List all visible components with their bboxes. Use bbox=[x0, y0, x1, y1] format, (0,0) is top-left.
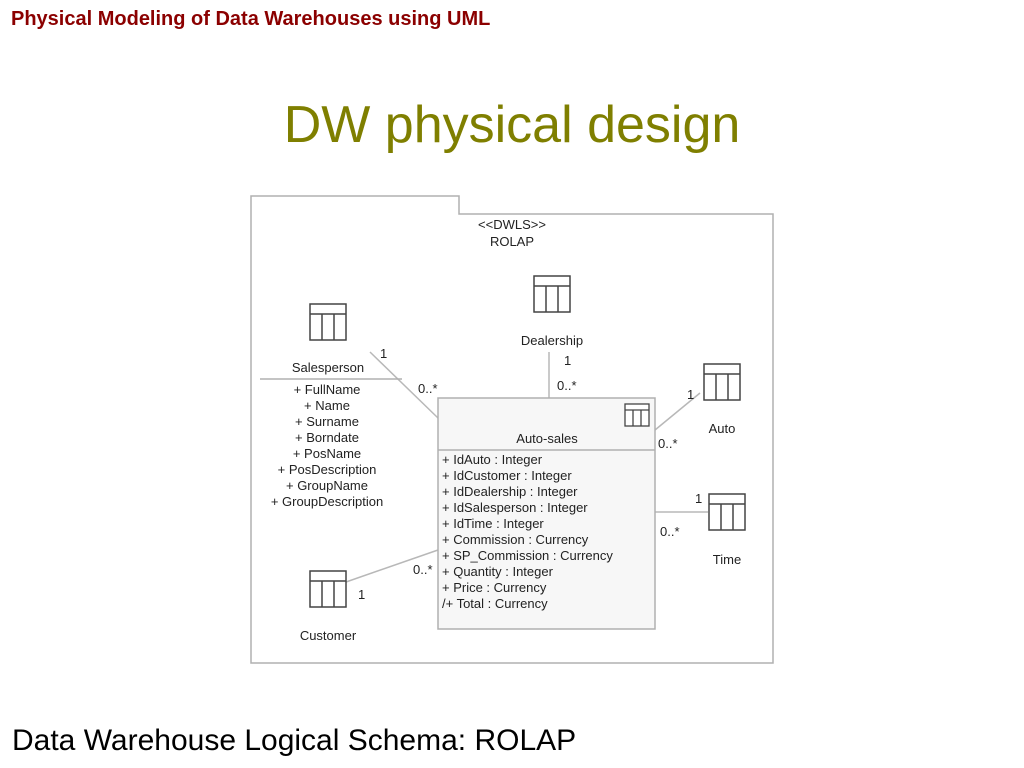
multiplicity-label: 0..* bbox=[418, 381, 438, 396]
table-icon bbox=[703, 363, 741, 401]
multiplicity-label: 0..* bbox=[658, 436, 678, 451]
salesperson-attribute: + PosDescription bbox=[278, 462, 377, 477]
table-icon bbox=[624, 403, 650, 427]
auto-sales-attribute: + IdCustomer : Integer bbox=[442, 468, 572, 483]
package-stereotype: <<DWLS>> bbox=[478, 217, 546, 232]
table-icon bbox=[533, 275, 571, 313]
multiplicity-label: 1 bbox=[564, 353, 571, 368]
auto-sales-attribute: + IdDealership : Integer bbox=[442, 484, 578, 499]
salesperson-table-name: Salesperson bbox=[292, 360, 364, 375]
multiplicity-label: 1 bbox=[380, 346, 387, 361]
salesperson-attribute: + Name bbox=[304, 398, 350, 413]
multiplicity-labels: 1 0..* 1 0..* 1 0..* 1 0..* 1 0..* bbox=[358, 346, 702, 602]
auto-sales-attribute: + IdAuto : Integer bbox=[442, 452, 543, 467]
package-name: ROLAP bbox=[490, 234, 534, 249]
auto-sales-table-name: Auto-sales bbox=[516, 431, 578, 446]
slide-caption: Data Warehouse Logical Schema: ROLAP bbox=[12, 724, 577, 757]
auto-sales-attribute: + IdSalesperson : Integer bbox=[442, 500, 588, 515]
salesperson-attribute: + Borndate bbox=[295, 430, 359, 445]
presentation-header: Physical Modeling of Data Warehouses usi… bbox=[11, 8, 491, 30]
salesperson-attribute: + FullName bbox=[294, 382, 361, 397]
table-icon bbox=[309, 303, 347, 341]
customer-table: Customer bbox=[300, 570, 357, 643]
customer-table-name: Customer bbox=[300, 628, 357, 643]
association-lines bbox=[345, 351, 708, 583]
multiplicity-label: 0..* bbox=[660, 524, 680, 539]
customer-association-line bbox=[345, 549, 439, 583]
table-icon bbox=[309, 570, 347, 608]
dealership-table-name: Dealership bbox=[521, 333, 583, 348]
table-icon bbox=[708, 493, 746, 531]
salesperson-attribute: + PosName bbox=[293, 446, 361, 461]
slide-title: DW physical design bbox=[283, 96, 741, 154]
salesperson-association-line bbox=[369, 351, 439, 419]
auto-table-name: Auto bbox=[709, 421, 736, 436]
auto-sales-attribute: /+ Total : Currency bbox=[442, 596, 548, 611]
dealership-table: Dealership bbox=[521, 275, 583, 348]
auto-sales-attribute: + Price : Currency bbox=[442, 580, 547, 595]
auto-table: Auto bbox=[703, 363, 741, 436]
auto-sales-attribute: + Commission : Currency bbox=[442, 532, 589, 547]
multiplicity-label: 1 bbox=[695, 491, 702, 506]
auto-sales-attribute: + IdTime : Integer bbox=[442, 516, 544, 531]
multiplicity-label: 1 bbox=[358, 587, 365, 602]
auto-sales-attribute: + Quantity : Integer bbox=[442, 564, 554, 579]
salesperson-attribute: + GroupName bbox=[286, 478, 368, 493]
salesperson-attribute: + GroupDescription bbox=[271, 494, 383, 509]
multiplicity-label: 0..* bbox=[413, 562, 433, 577]
auto-sales-attribute: + SP_Commission : Currency bbox=[442, 548, 613, 563]
multiplicity-label: 0..* bbox=[557, 378, 577, 393]
multiplicity-label: 1 bbox=[687, 387, 694, 402]
salesperson-table: Salesperson + FullName + Name + Surname … bbox=[260, 303, 402, 509]
time-table: Time bbox=[708, 493, 746, 567]
salesperson-attribute: + Surname bbox=[295, 414, 359, 429]
time-table-name: Time bbox=[713, 552, 741, 567]
auto-association-line bbox=[654, 392, 701, 431]
auto-sales-table: Auto-sales + IdAuto : Integer + IdCustom… bbox=[437, 397, 656, 630]
